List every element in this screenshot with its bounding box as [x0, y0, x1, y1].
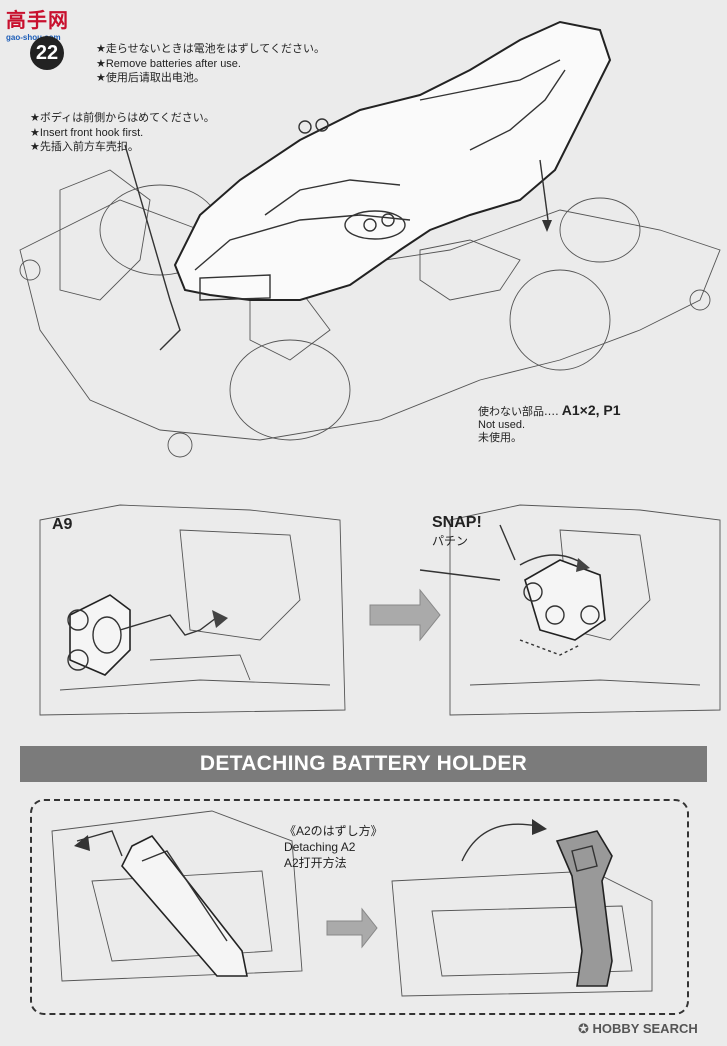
- logo-text: 高手网: [6, 10, 69, 32]
- step-number-badge: 22: [30, 36, 64, 70]
- body-note-jp: ★ボディは前側からはめてください。: [30, 112, 215, 124]
- footer-brand: HOBBY SEARCH: [592, 1021, 698, 1036]
- snap-callout: SNAP! パチン: [432, 514, 482, 549]
- unused-parts-note: 使わない部品‥‥ A1×2, P1 Not used. 未使用。: [478, 402, 621, 445]
- car-body-illustration: [19, 20, 721, 458]
- unused-cn: 未使用。: [478, 432, 522, 444]
- snap-text: SNAP!: [432, 514, 482, 531]
- detach-title-cn: A2打开方法: [284, 856, 347, 870]
- unused-jp: 使わない部品‥‥: [478, 406, 559, 418]
- battery-note-cn: ★使用后请取出电池。: [96, 72, 205, 84]
- unused-en: Not used.: [478, 419, 526, 431]
- section-banner: DETACHING BATTERY HOLDER: [20, 746, 707, 782]
- detach-title-en: Detaching A2: [284, 840, 356, 854]
- battery-note: ★走らせないときは電池をはずしてください。 ★Remove batteries …: [96, 42, 325, 86]
- hobby-search-logo-icon: ✪: [578, 1021, 593, 1036]
- detach-instructions-box: [30, 799, 689, 1015]
- site-logo: 高手网 gao-shou.com: [6, 4, 69, 42]
- hobby-search-watermark: ✪ HOBBY SEARCH: [578, 1021, 698, 1037]
- detach-title-jp: 《A2のはずし方》: [284, 824, 383, 838]
- logo-subtext: gao-shou.com: [6, 33, 61, 42]
- body-note-cn: ★先插入前方车壳扣。: [30, 141, 139, 153]
- battery-note-jp: ★走らせないときは電池をはずしてください。: [96, 43, 325, 55]
- battery-note-en: ★Remove batteries after use.: [96, 57, 241, 70]
- snap-text-jp: パチン: [432, 534, 469, 548]
- unused-parts-list: A1×2, P1: [561, 402, 621, 418]
- detach-a2-illustration: [51, 810, 653, 997]
- part-label-a9: A9: [52, 516, 73, 533]
- battery-holder-snap-illustration: [39, 504, 721, 716]
- body-note-en: ★Insert front hook first.: [30, 126, 144, 139]
- body-hook-note: ★ボディは前側からはめてください。 ★Insert front hook fir…: [30, 111, 215, 155]
- detach-a2-label: 《A2のはずし方》 Detaching A2 A2打开方法: [284, 823, 383, 871]
